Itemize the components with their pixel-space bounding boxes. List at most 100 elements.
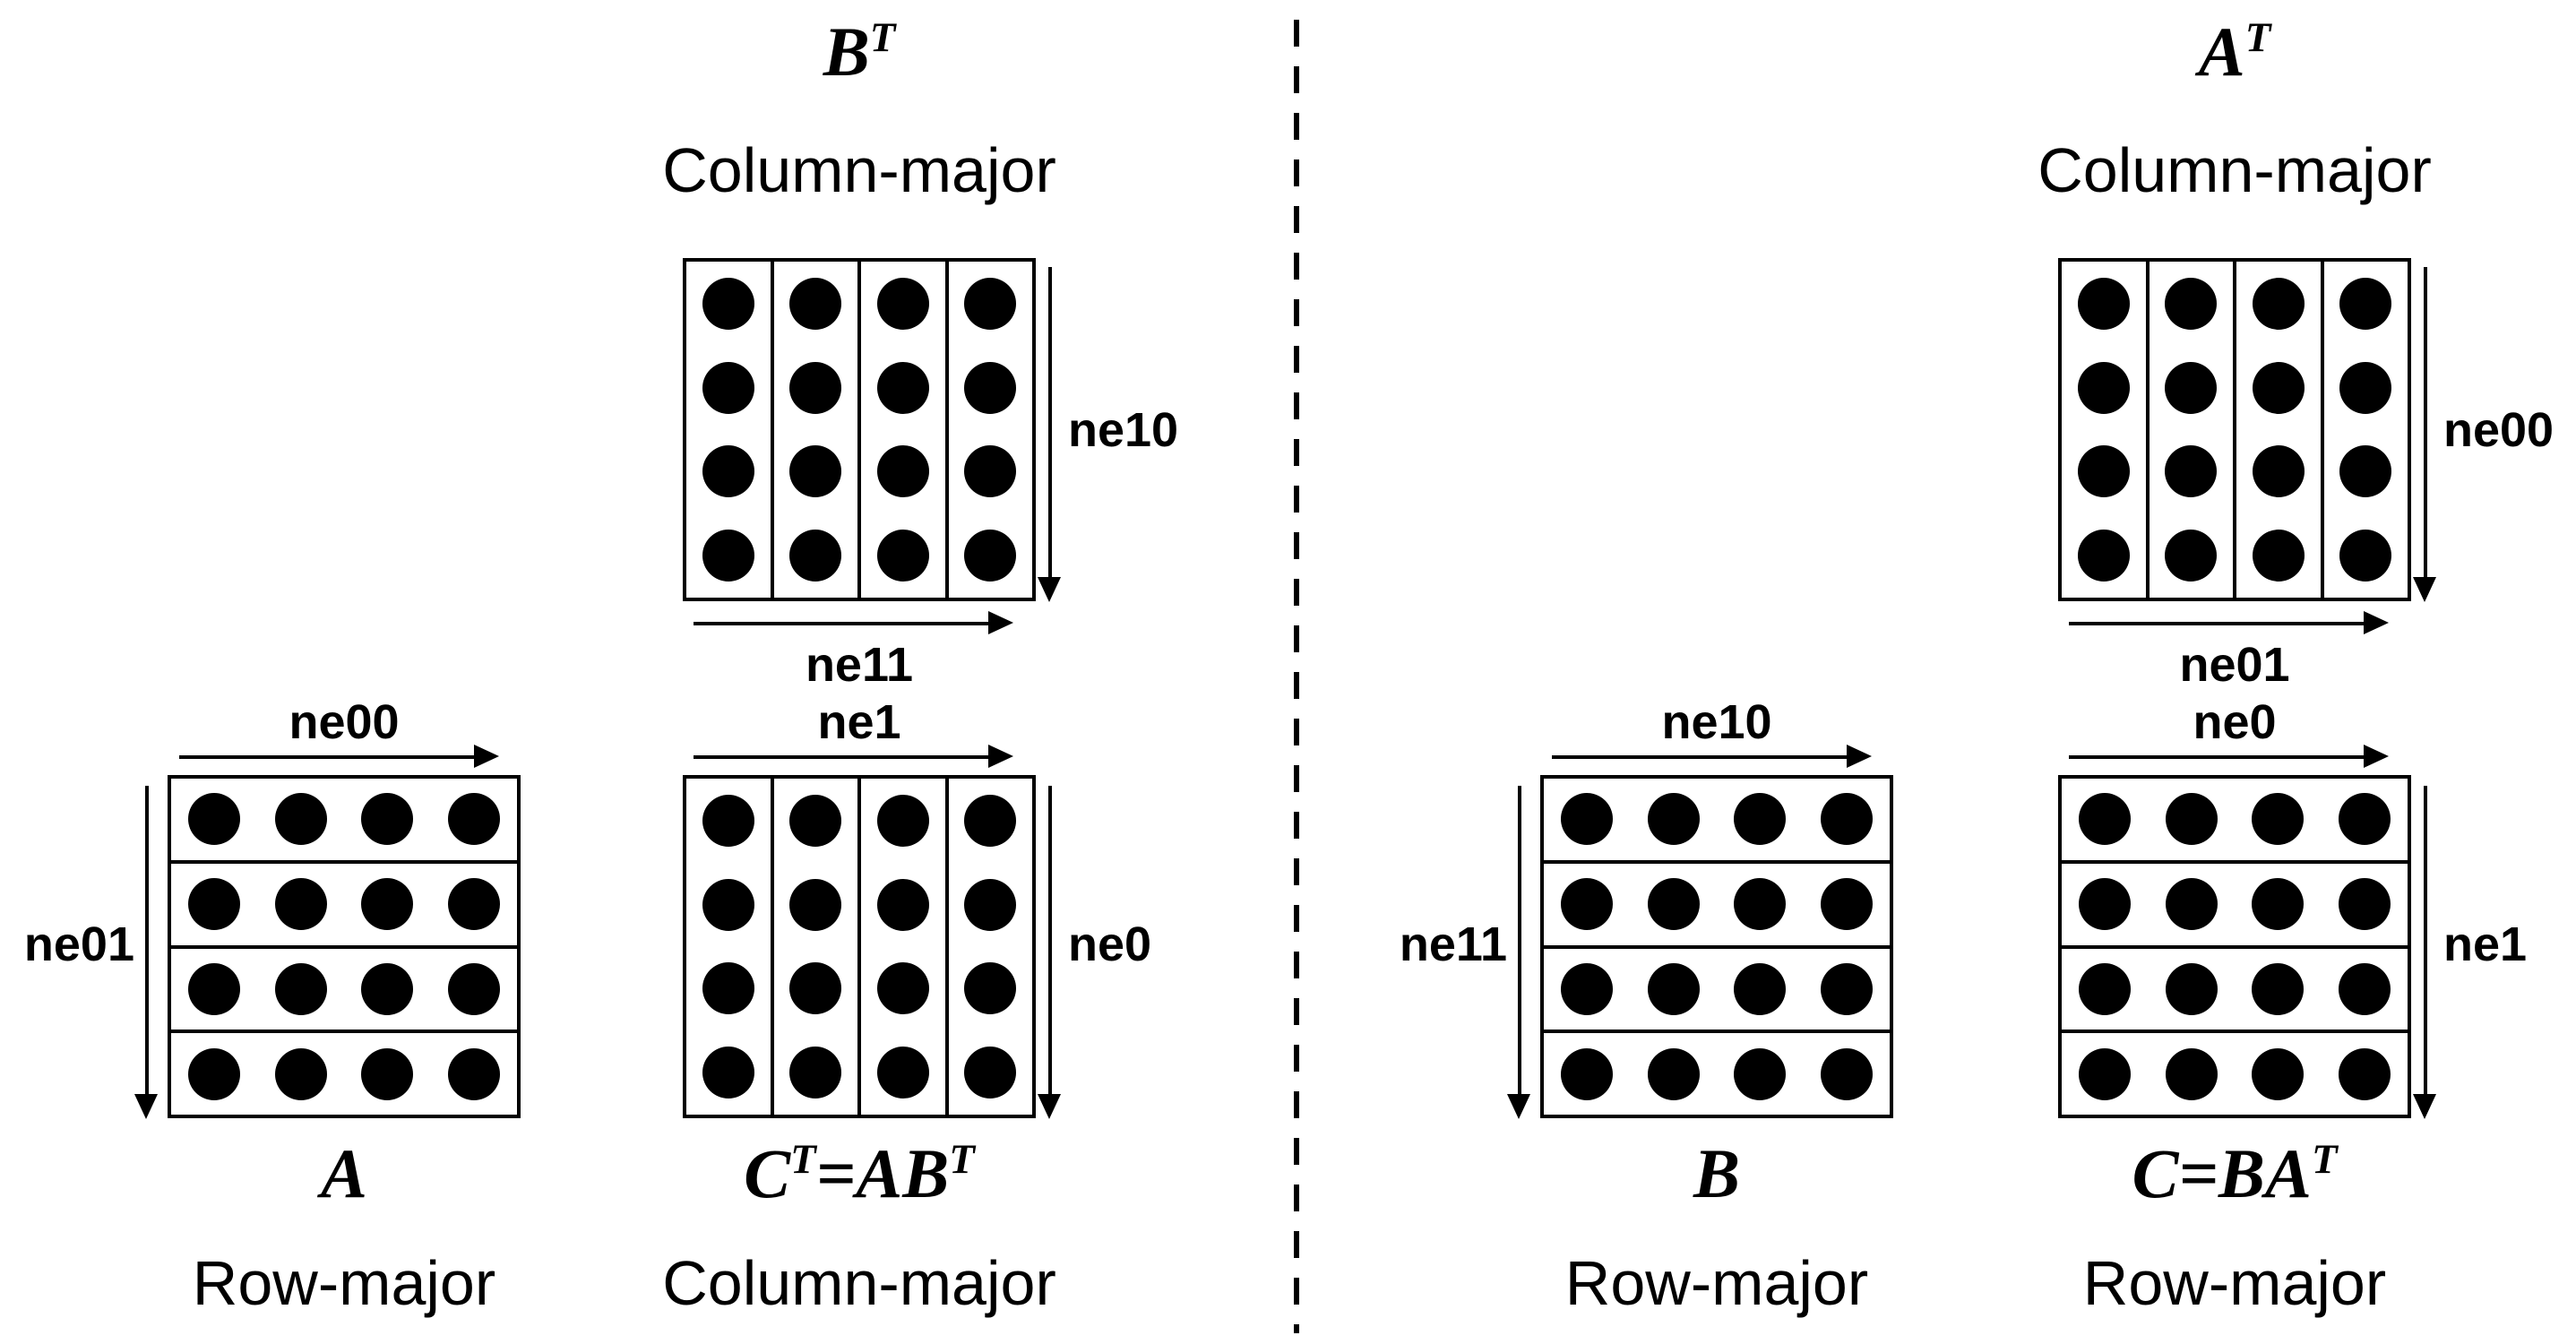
matrix-element-dot (188, 878, 241, 931)
matrix-strip (2062, 262, 2150, 598)
matrix-element-dot (2165, 445, 2218, 498)
axis-arrow-down-icon (1038, 786, 1061, 1119)
matrix-element-dot (702, 962, 754, 1015)
matrix-element-dot (702, 794, 754, 847)
matrix-bt-right-axis-label: ne10 (1068, 403, 1179, 457)
axis-arrow-right-icon (179, 745, 499, 768)
matrix-element-dot (876, 445, 929, 498)
matrix-element-dot (361, 1047, 414, 1100)
matrix-strip (171, 949, 517, 1034)
matrix-a-left-axis-label: ne01 (23, 918, 134, 971)
matrix-strip (686, 262, 774, 598)
matrix-element-dot (876, 277, 929, 330)
matrix-element-dot (964, 277, 1017, 330)
matrix-element-dot (2165, 277, 2218, 330)
axis-arrow-right-icon (2069, 745, 2389, 768)
matrix-b-box (1540, 775, 1893, 1118)
axis-arrow-down-icon (1038, 267, 1061, 602)
matrix-a-formula: A (320, 1134, 368, 1212)
axis-arrow-right-icon (2069, 611, 2389, 634)
matrix-a-top-axis-label: ne00 (289, 695, 400, 749)
matrix-element-dot (2339, 530, 2392, 582)
matrix-b-top-axis-label: ne10 (1661, 695, 1772, 749)
matrix-element-dot (2252, 878, 2305, 931)
matrix-element-dot (2338, 793, 2391, 846)
matrix-b-formula: B (1693, 1134, 1741, 1212)
matrix-element-dot (1734, 962, 1787, 1015)
matrix-element-dot (447, 1047, 500, 1100)
matrix-strip (774, 779, 861, 1115)
matrix-element-dot (876, 1047, 929, 1099)
matrix-bt-formula: BT (823, 13, 896, 90)
matrix-element-dot (2252, 1047, 2305, 1100)
matrix-c-top-axis-label: ne0 (2193, 695, 2277, 749)
matrix-strip (2236, 262, 2324, 598)
matrix-element-dot (2252, 962, 2305, 1015)
matrix-element-dot (274, 878, 327, 931)
matrix-bt-bottom-axis-label: ne11 (805, 638, 914, 692)
matrix-element-dot (2339, 277, 2392, 330)
matrix-element-dot (876, 962, 929, 1015)
matrix-element-dot (2079, 793, 2132, 846)
matrix-element-dot (361, 878, 414, 931)
axis-arrow-down-icon (2413, 786, 2436, 1119)
matrix-element-dot (702, 445, 754, 498)
matrix-strip (171, 1033, 517, 1115)
matrix-element-dot (1561, 878, 1614, 931)
matrix-strip (686, 779, 774, 1115)
matrix-element-dot (1820, 962, 1873, 1015)
matrix-ct-formula: CT=ABT (744, 1134, 975, 1212)
matrix-strip (171, 779, 517, 864)
matrix-element-dot (1820, 793, 1873, 846)
matrix-a-box (168, 775, 521, 1118)
matrix-strip (1544, 779, 1890, 864)
matrix-element-dot (361, 793, 414, 846)
matrix-at-bottom-axis-label: ne01 (2179, 638, 2290, 692)
matrix-strip (2150, 262, 2236, 598)
axis-arrow-down-icon (1507, 786, 1530, 1119)
matrix-element-dot (1647, 878, 1700, 931)
matrix-element-dot (702, 878, 754, 931)
matrix-element-dot (876, 530, 929, 582)
matrix-ct-top-axis-label: ne1 (817, 695, 901, 749)
matrix-strip (1544, 864, 1890, 949)
matrix-element-dot (2339, 445, 2392, 498)
matrix-element-dot (2077, 445, 2130, 498)
matrix-element-dot (274, 962, 327, 1015)
matrix-element-dot (188, 962, 241, 1015)
matrix-element-dot (702, 361, 754, 414)
matrix-ct-box (683, 775, 1036, 1118)
matrix-element-dot (1820, 1047, 1873, 1100)
axis-arrow-down-icon (2413, 267, 2436, 602)
matrix-c-layout-label: Row-major (2082, 1248, 2387, 1318)
matrix-element-dot (2338, 878, 2391, 931)
matrix-element-dot (789, 794, 842, 847)
matrix-element-dot (2252, 361, 2305, 414)
matrix-strip (949, 262, 1033, 598)
matrix-element-dot (2077, 530, 2130, 582)
matrix-at-right-axis-label: ne00 (2443, 403, 2554, 457)
matrix-element-dot (188, 793, 241, 846)
matrix-element-dot (2339, 361, 2392, 414)
matrix-element-dot (964, 962, 1017, 1015)
matrix-element-dot (876, 878, 929, 931)
matrix-element-dot (1647, 1047, 1700, 1100)
matrix-element-dot (2165, 793, 2218, 846)
matrix-strip (2062, 949, 2408, 1034)
matrix-element-dot (964, 445, 1017, 498)
matrix-element-dot (447, 878, 500, 931)
matrix-element-dot (1647, 962, 1700, 1015)
matrix-element-dot (2077, 277, 2130, 330)
matrix-element-dot (1820, 878, 1873, 931)
axis-arrow-right-icon (1552, 745, 1872, 768)
matrix-element-dot (2252, 277, 2305, 330)
matrix-element-dot (789, 530, 842, 582)
matrix-element-dot (2165, 962, 2218, 1015)
matrix-element-dot (964, 794, 1017, 847)
matrix-element-dot (2079, 878, 2132, 931)
matrix-element-dot (274, 1047, 327, 1100)
matrix-element-dot (361, 962, 414, 1015)
matrix-strip (949, 779, 1033, 1115)
matrix-element-dot (964, 361, 1017, 414)
matrix-element-dot (188, 1047, 241, 1100)
